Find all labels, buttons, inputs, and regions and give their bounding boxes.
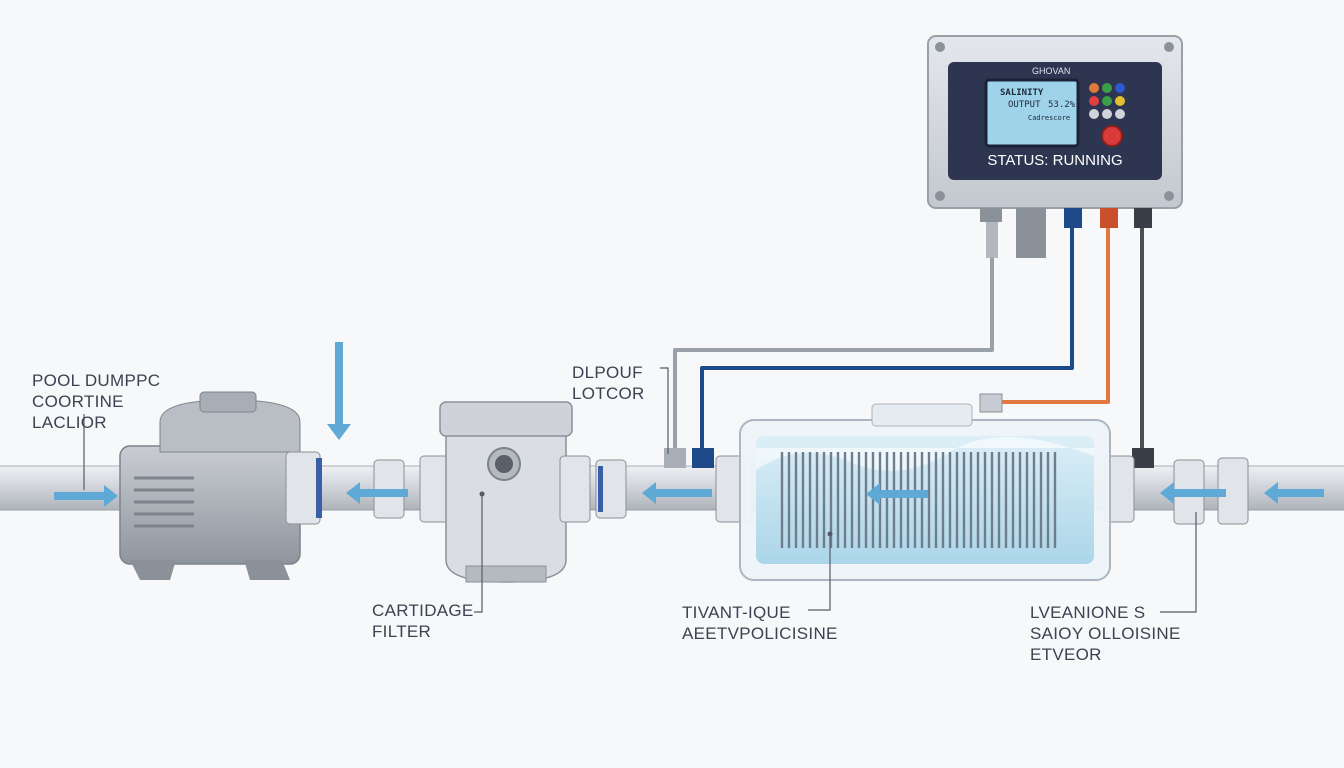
cell-plates	[780, 452, 1057, 548]
valve-label-line: LVEANIONE S	[1030, 603, 1146, 622]
pump-label: POOL DUMPPC COORTINE LACLIOR	[32, 370, 160, 433]
stop-button[interactable]	[1101, 125, 1123, 147]
flow-arrow	[866, 483, 928, 505]
pool-pump	[119, 391, 322, 580]
flow-arrow	[1160, 482, 1226, 504]
indicator-button[interactable]	[1102, 96, 1112, 106]
filter-label-line: FILTER	[372, 622, 432, 641]
pump-label-line: COORTINE	[32, 392, 124, 411]
flow-arrows	[54, 342, 1324, 507]
cell-label-line: TIVANT-IQUE	[682, 603, 791, 622]
valve-label-line: SAIOY OLLOISINE	[1030, 624, 1181, 643]
output-label: DLPOUF LOTCOR	[572, 362, 645, 404]
controller-box	[927, 35, 1183, 258]
filter-label: CARTIDAGE FILTER	[372, 600, 474, 642]
indicator-button[interactable]	[1089, 96, 1099, 106]
indicator-button[interactable]	[1102, 109, 1112, 119]
sensor-fittings	[664, 393, 1154, 468]
filter-label-line: CARTIDAGE	[372, 601, 474, 620]
flow-arrow	[346, 482, 408, 504]
cell-label: TIVANT-IQUE AEETVPOLICISINE	[682, 602, 838, 644]
lcd-title: SALINITY	[1000, 88, 1044, 98]
valve-label-line: ETVEOR	[1030, 645, 1102, 664]
output-label-line: DLPOUF	[572, 363, 643, 382]
flow-arrow	[54, 485, 118, 507]
indicator-button[interactable]	[1115, 109, 1125, 119]
lcd-screen	[984, 78, 1080, 148]
controller-wires	[673, 228, 1144, 458]
indicator-button[interactable]	[1115, 96, 1125, 106]
gray-wire	[673, 258, 994, 458]
status-text: STATUS: RUNNING	[987, 152, 1123, 169]
valve-label: LVEANIONE S SAIOY OLLOISINE ETVEOR	[1030, 602, 1181, 665]
electrolytic-cell	[715, 403, 1135, 581]
orange-wire	[990, 228, 1110, 404]
indicator-button[interactable]	[1089, 83, 1099, 93]
pump-label-line: POOL DUMPPC	[32, 371, 161, 390]
cell-label-line: AEETVPOLICISINE	[682, 624, 838, 643]
lcd-secondary-label: Cadrescore	[1028, 114, 1071, 122]
leader-lines	[83, 367, 1197, 613]
indicator-button[interactable]	[1089, 109, 1099, 119]
valve	[1173, 457, 1249, 525]
lcd-output-label: OUTPUT	[1008, 100, 1041, 110]
controller-buttons	[1089, 83, 1125, 119]
blue-wire	[700, 228, 1074, 458]
lcd-output-value: 53.2%	[1048, 100, 1076, 110]
pump-label-line: LACLIOR	[32, 413, 107, 432]
flow-arrow	[642, 482, 712, 504]
output-label-line: LOTCOR	[572, 384, 645, 403]
cartridge-filter	[373, 401, 627, 583]
flow-arrow	[1264, 482, 1324, 504]
indicator-button[interactable]	[1115, 83, 1125, 93]
indicator-button[interactable]	[1102, 83, 1112, 93]
flow-arrow	[327, 342, 351, 440]
controller-brand: GHOVAN	[1032, 66, 1071, 76]
